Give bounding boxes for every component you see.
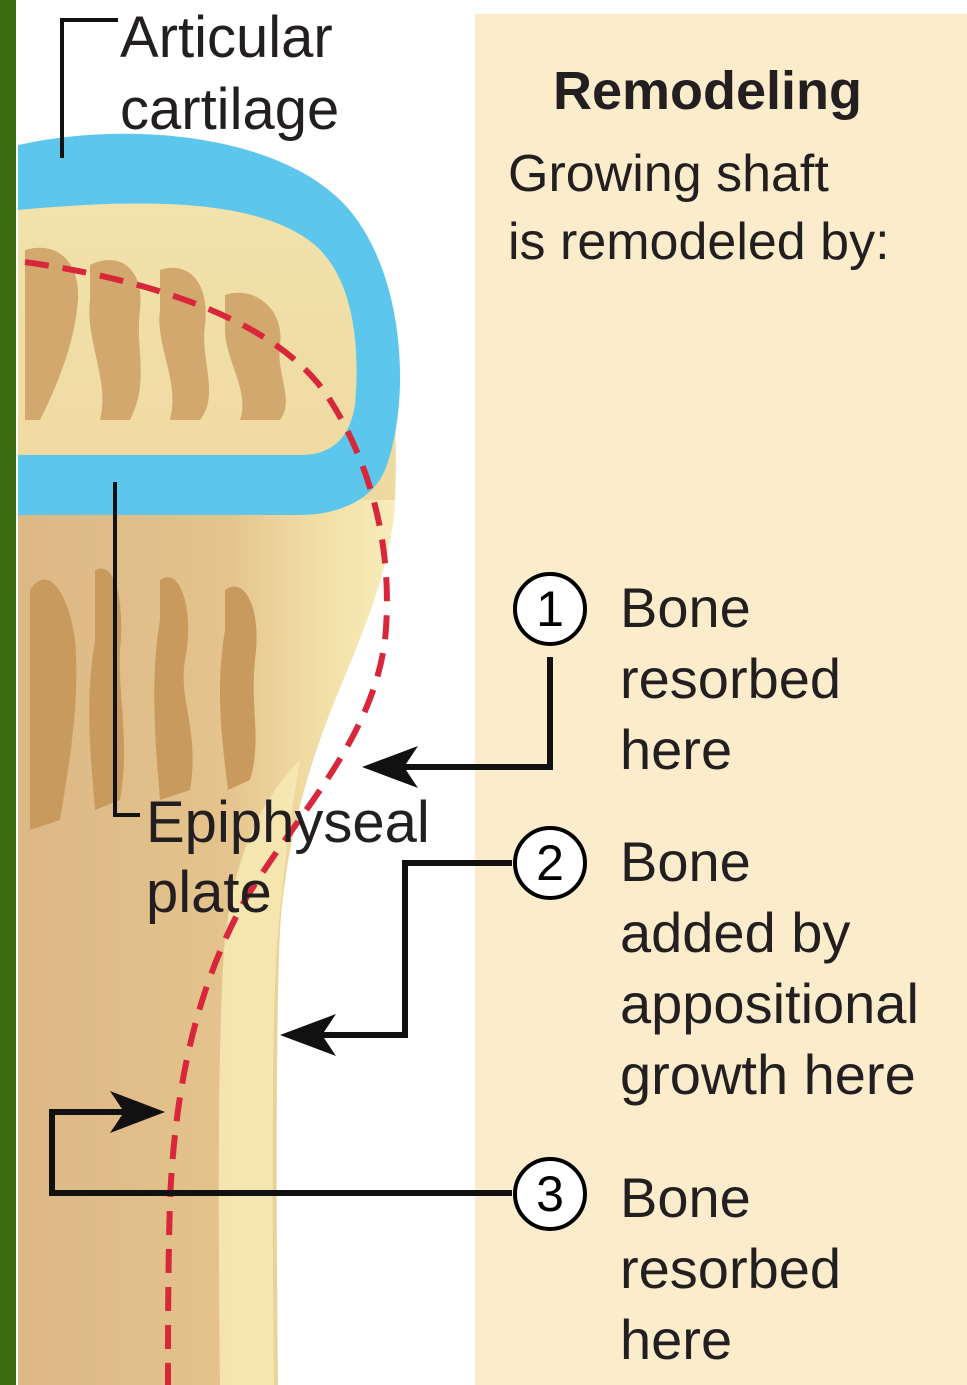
epiphyseal-plate-label: Epiphyseal plate — [146, 788, 430, 928]
step-1-text: Bone resorbed here — [620, 572, 841, 785]
articular-cartilage-line-2: cartilage — [120, 74, 339, 146]
step-1-line-3: here — [620, 714, 841, 785]
step-1-line-1: Bone — [620, 572, 841, 643]
epiphyseal-plate-line-1: Epiphyseal — [146, 788, 430, 858]
step-2-text: Bone added by appositional growth here — [620, 826, 919, 1110]
step-3-line-1: Bone — [620, 1162, 841, 1233]
step-2-line-3: appositional — [620, 968, 919, 1039]
panel-subtitle-line-2: is remodeled by: — [508, 208, 890, 276]
articular-cartilage-label: Articular cartilage — [120, 2, 339, 146]
step-3-line-3: here — [620, 1304, 841, 1375]
panel-subtitle: Growing shaft is remodeled by: — [508, 140, 890, 276]
epiphyseal-plate-line-2: plate — [146, 858, 430, 928]
step-3-line-2: resorbed — [620, 1233, 841, 1304]
step-2-line-4: growth here — [620, 1039, 919, 1110]
step-2-line-2: added by — [620, 897, 919, 968]
step-3-text: Bone resorbed here — [620, 1162, 841, 1375]
articular-cartilage-line-1: Articular — [120, 2, 339, 74]
panel-subtitle-line-1: Growing shaft — [508, 140, 890, 208]
step-1-line-2: resorbed — [620, 643, 841, 714]
step-2-line-1: Bone — [620, 826, 919, 897]
left-border — [0, 0, 16, 1385]
bone-shaft — [18, 495, 395, 1385]
step-2-number-badge: 2 — [513, 826, 587, 900]
step-3-number-badge: 3 — [513, 1157, 587, 1231]
panel-title: Remodeling — [553, 55, 862, 127]
step-1-number-badge: 1 — [513, 572, 587, 646]
